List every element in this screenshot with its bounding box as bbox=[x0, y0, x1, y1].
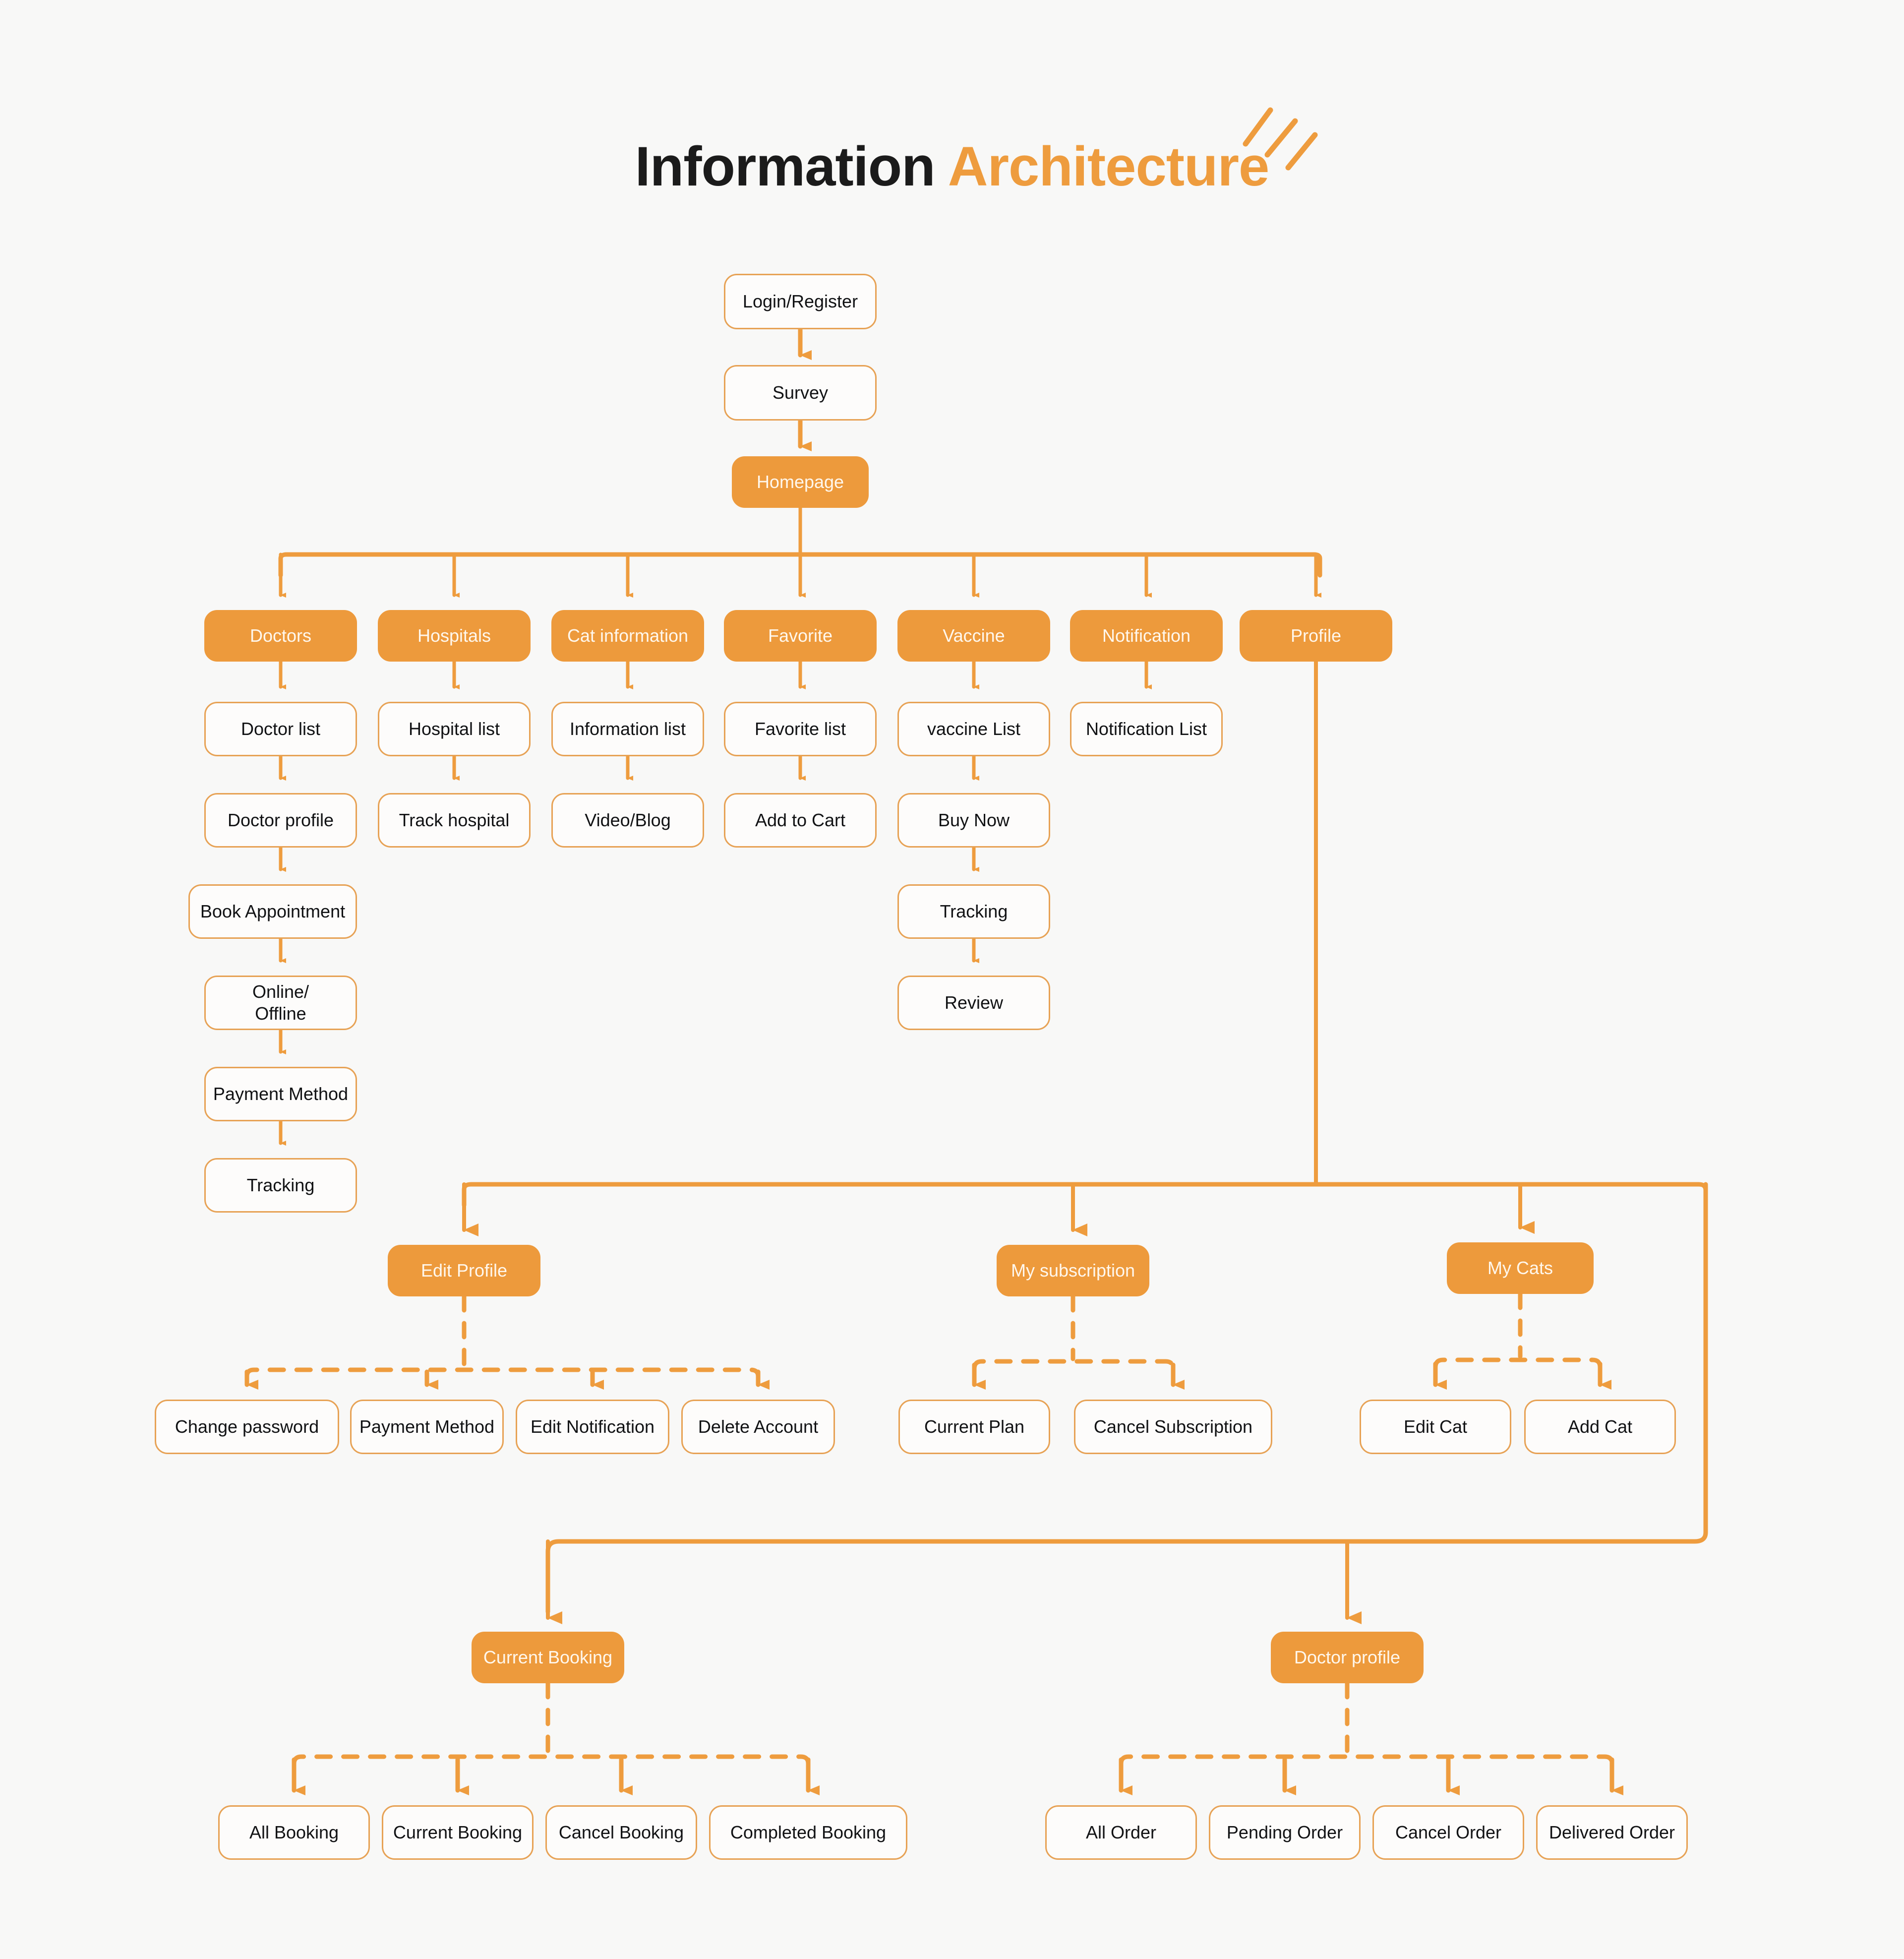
node-bookappt[interactable]: Book Appointment bbox=[188, 884, 357, 939]
node-cancelorder[interactable]: Cancel Order bbox=[1372, 1805, 1524, 1860]
node-deleteaccount[interactable]: Delete Account bbox=[681, 1400, 835, 1454]
node-doctors[interactable]: Doctors bbox=[204, 610, 357, 662]
page-title: Information Architecture bbox=[0, 139, 1904, 194]
node-trackhospital[interactable]: Track hospital bbox=[378, 793, 531, 848]
node-doctorprofile1[interactable]: Doctor profile bbox=[204, 793, 357, 848]
node-pendingorder[interactable]: Pending Order bbox=[1209, 1805, 1361, 1860]
node-curbooking2[interactable]: Current Booking bbox=[382, 1805, 534, 1860]
node-doctorlist[interactable]: Doctor list bbox=[204, 702, 357, 756]
node-notification[interactable]: Notification bbox=[1070, 610, 1223, 662]
node-hospitals[interactable]: Hospitals bbox=[378, 610, 531, 662]
node-trackingdoc[interactable]: Tracking bbox=[204, 1158, 357, 1213]
node-currentbooking[interactable]: Current Booking bbox=[472, 1632, 624, 1683]
node-allorder[interactable]: All Order bbox=[1045, 1805, 1197, 1860]
node-login[interactable]: Login/Register bbox=[724, 274, 877, 329]
node-onoff[interactable]: Online/Offline bbox=[204, 976, 357, 1030]
node-editprofile[interactable]: Edit Profile bbox=[388, 1245, 540, 1296]
node-vaccine[interactable]: Vaccine bbox=[897, 610, 1050, 662]
node-addtocart[interactable]: Add to Cart bbox=[724, 793, 877, 848]
node-cancelsub[interactable]: Cancel Subscription bbox=[1074, 1400, 1272, 1454]
node-survey[interactable]: Survey bbox=[724, 365, 877, 421]
page-title-primary: Information bbox=[635, 135, 948, 197]
node-editcat[interactable]: Edit Cat bbox=[1360, 1400, 1511, 1454]
node-notiflist[interactable]: Notification List bbox=[1070, 702, 1223, 756]
page-title-accent: Architecture bbox=[948, 135, 1270, 197]
node-profile[interactable]: Profile bbox=[1240, 610, 1392, 662]
node-favoritelist[interactable]: Favorite list bbox=[724, 702, 877, 756]
node-compbooking[interactable]: Completed Booking bbox=[709, 1805, 907, 1860]
node-currentplan[interactable]: Current Plan bbox=[898, 1400, 1050, 1454]
node-allbooking[interactable]: All Booking bbox=[218, 1805, 370, 1860]
node-favorite[interactable]: Favorite bbox=[724, 610, 877, 662]
node-vaccinelist[interactable]: vaccine List bbox=[897, 702, 1050, 756]
node-addcat[interactable]: Add Cat bbox=[1524, 1400, 1676, 1454]
node-mysubscription[interactable]: My subscription bbox=[997, 1245, 1149, 1296]
node-reviewvac[interactable]: Review bbox=[897, 976, 1050, 1030]
node-editnotif[interactable]: Edit Notification bbox=[516, 1400, 669, 1454]
node-homepage[interactable]: Homepage bbox=[732, 456, 869, 508]
node-catinfo[interactable]: Cat information bbox=[551, 610, 704, 662]
node-mycats[interactable]: My Cats bbox=[1447, 1242, 1594, 1294]
node-changepw[interactable]: Change password bbox=[155, 1400, 339, 1454]
node-trackingvac[interactable]: Tracking bbox=[897, 884, 1050, 939]
node-hospitallist[interactable]: Hospital list bbox=[378, 702, 531, 756]
node-infolist[interactable]: Information list bbox=[551, 702, 704, 756]
node-paymethod1[interactable]: Payment Method bbox=[204, 1067, 357, 1121]
node-doctorprofile2[interactable]: Doctor profile bbox=[1271, 1632, 1424, 1683]
node-buynow[interactable]: Buy Now bbox=[897, 793, 1050, 848]
node-cancelbooking[interactable]: Cancel Booking bbox=[545, 1805, 697, 1860]
node-videoblog[interactable]: Video/Blog bbox=[551, 793, 704, 848]
node-deliveredorder[interactable]: Delivered Order bbox=[1536, 1805, 1688, 1860]
node-paymethod2[interactable]: Payment Method bbox=[350, 1400, 504, 1454]
